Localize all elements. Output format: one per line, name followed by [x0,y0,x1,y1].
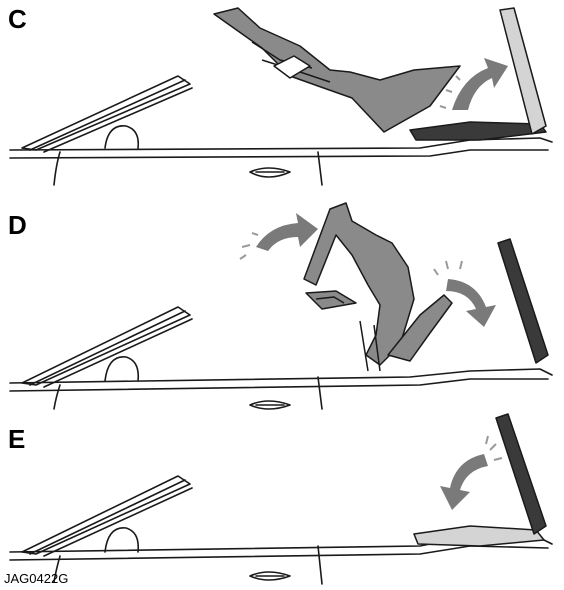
panel-c-illustration [0,0,564,195]
panel-d-illustration [0,195,564,410]
movement-arrow-forward [240,213,318,259]
movement-arrow-down [434,261,496,327]
boot-lid-raised [496,414,546,534]
panel-e-illustration [0,410,564,590]
movement-arrow-down [440,436,502,510]
movement-arrow-up [440,58,508,110]
tonneau-cover [410,122,546,140]
boot-lid-raised [498,239,548,363]
figure-reference-code: JAG0422G [4,572,68,585]
folding-roof [214,8,460,132]
boot-lid-raised [500,8,546,134]
tonneau-cover [414,526,544,546]
car-body-outline [10,307,552,409]
